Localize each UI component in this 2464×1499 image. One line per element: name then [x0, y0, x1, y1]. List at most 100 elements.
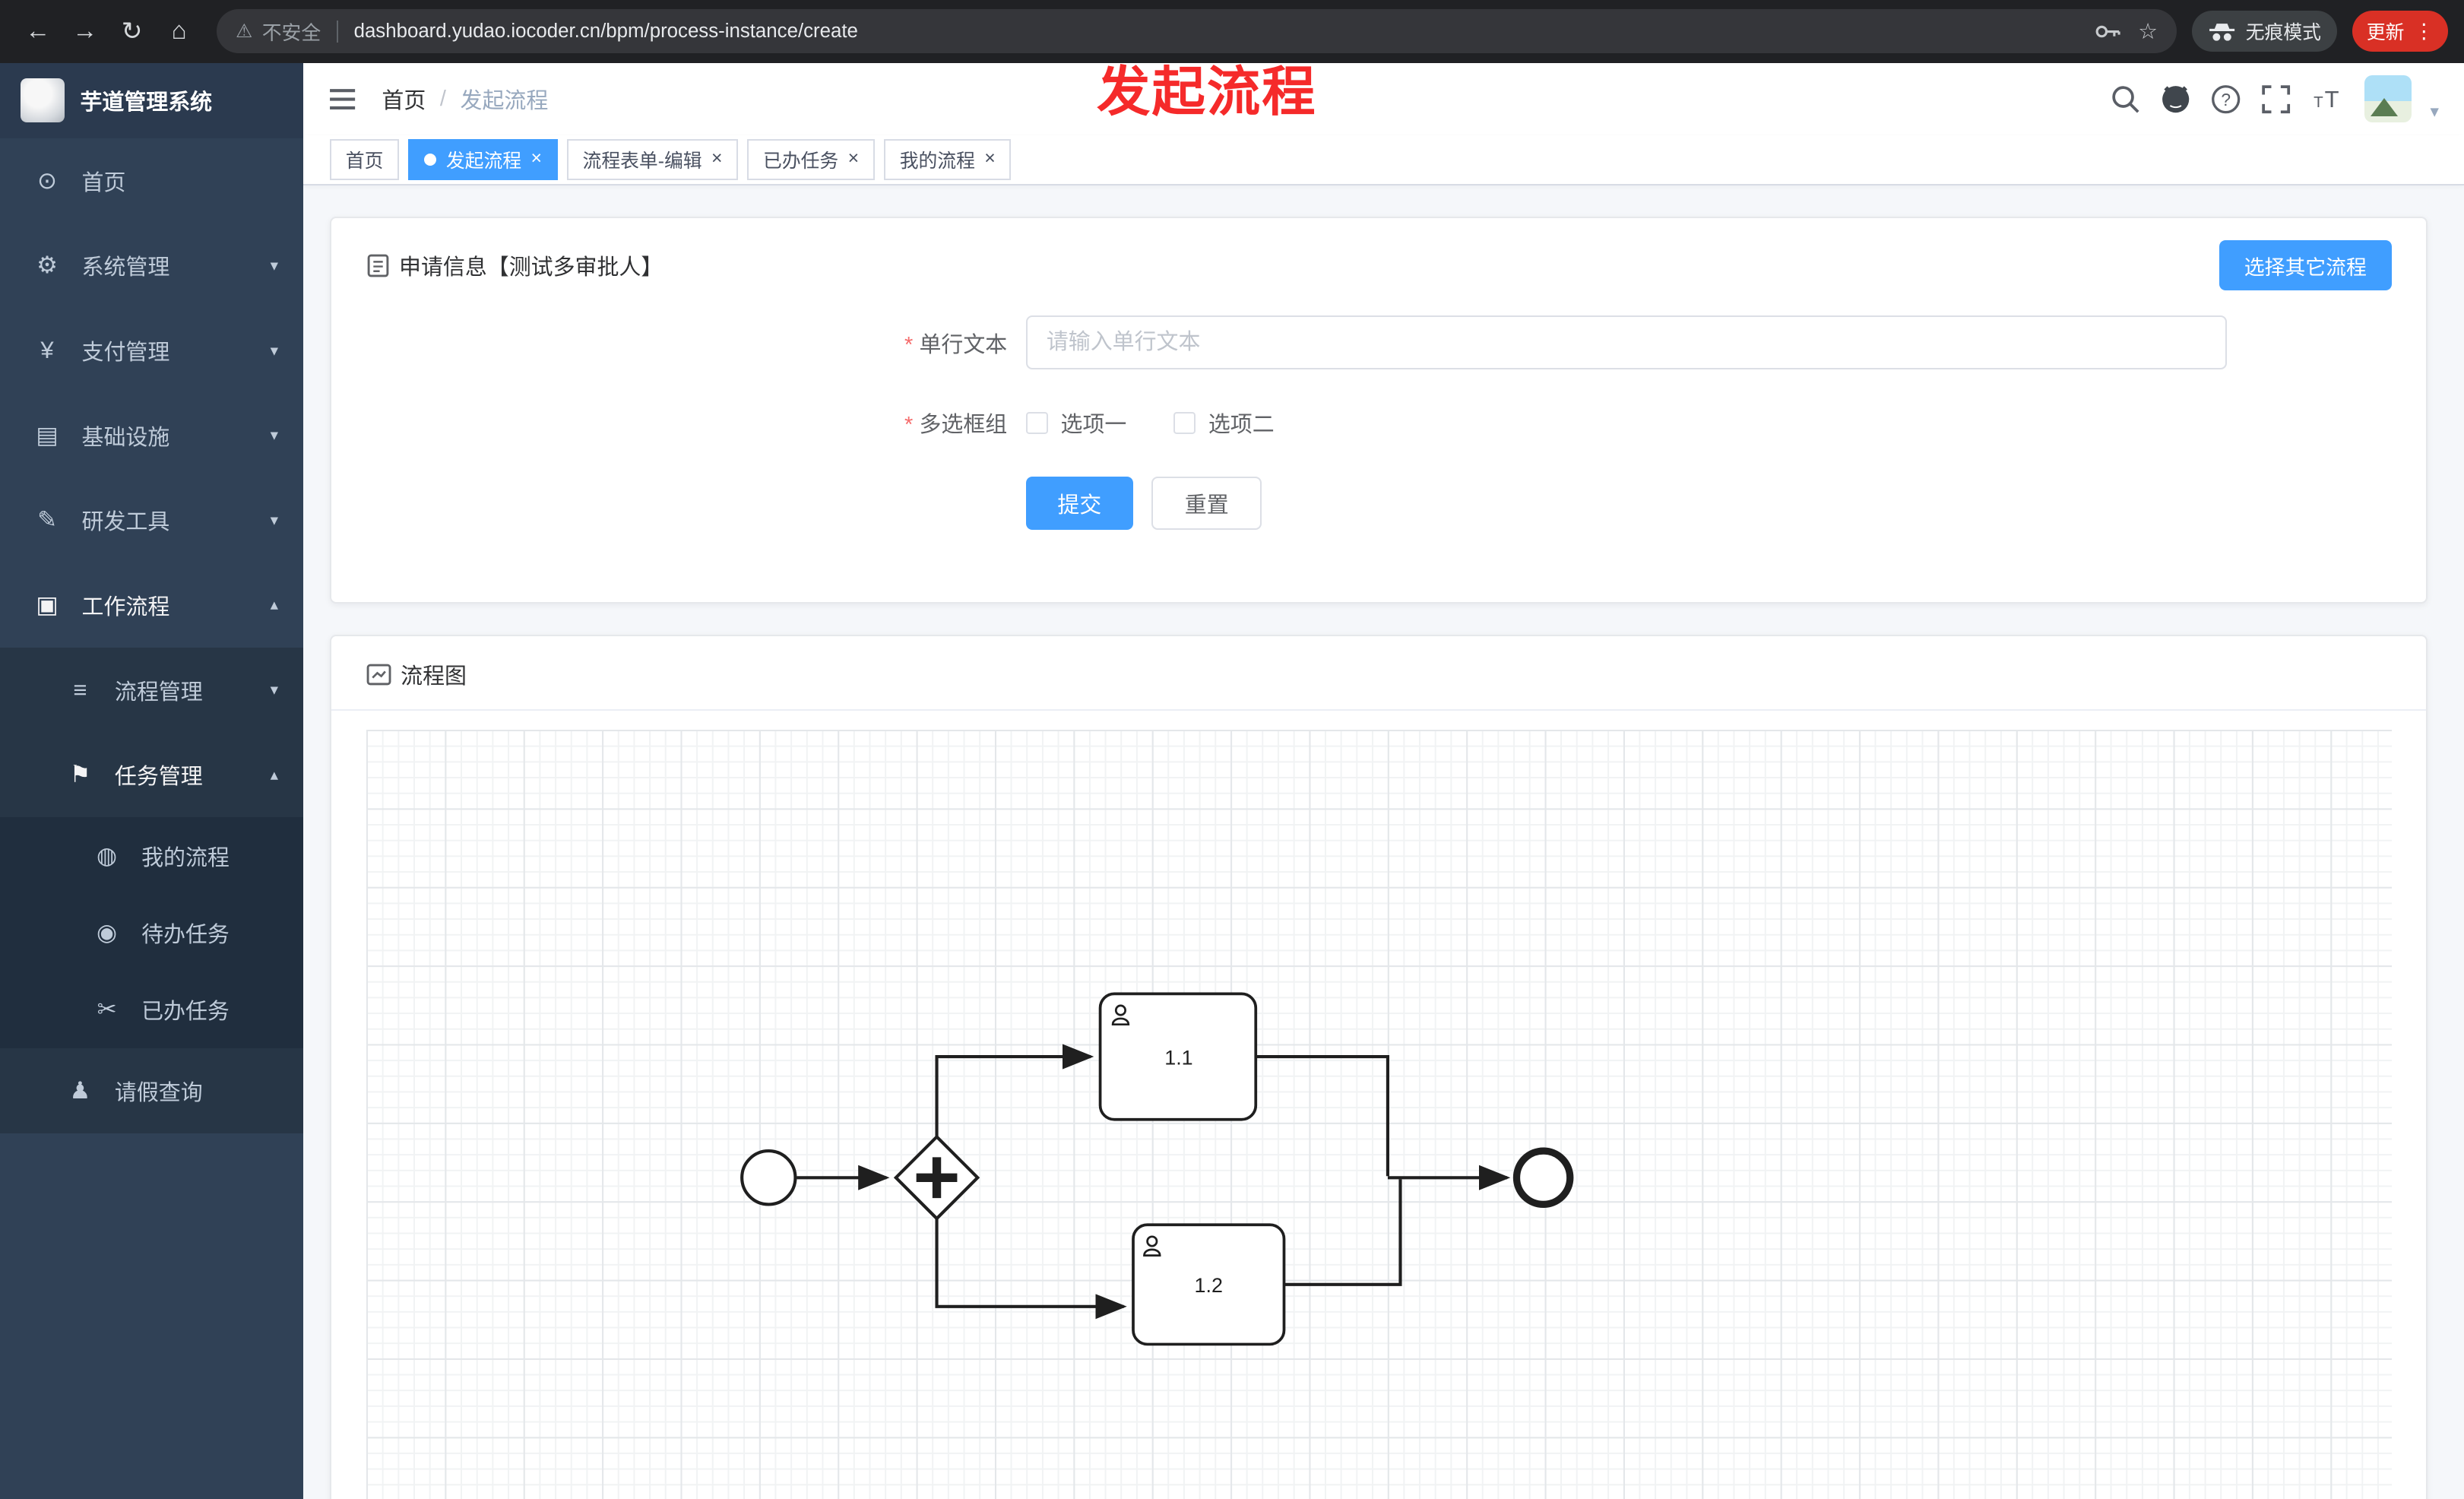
field-label-checkbox-group: 多选框组 [331, 407, 1007, 439]
bpmn-end-event[interactable] [1512, 1147, 1574, 1208]
sidebar-collapse-icon[interactable] [328, 87, 356, 112]
sidebar-item-label: 支付管理 [81, 341, 170, 366]
avatar-caret-down-icon[interactable]: ▾ [2430, 101, 2439, 122]
tab-initiate-process[interactable]: 发起流程 × [408, 139, 558, 180]
sidebar-item-devtools[interactable]: ✎ 研发工具 ▾ [0, 478, 303, 563]
field-label-single-text: 单行文本 [331, 327, 1007, 359]
document-icon [367, 254, 389, 277]
bpmn-task2-label: 1.2 [1194, 1274, 1222, 1297]
submit-button[interactable]: 提交 [1026, 477, 1133, 531]
sidebar-item-label: 系统管理 [81, 255, 170, 280]
bookmark-star-icon[interactable]: ☆ [2138, 19, 2158, 44]
eye-icon: ◉ [97, 919, 118, 946]
sidebar-item-home[interactable]: ⊙ 首页 [0, 138, 303, 223]
password-key-icon[interactable] [2094, 19, 2122, 44]
tab-label: 首页 [345, 151, 384, 172]
github-icon[interactable] [2160, 84, 2191, 115]
bpmn-flow-gateway-to-task1[interactable] [935, 1044, 1094, 1137]
diagram-card-title: 流程图 [401, 664, 467, 689]
chevron-down-icon: ▾ [270, 341, 278, 360]
chevron-up-icon: ▴ [270, 596, 278, 614]
breadcrumb-current: 发起流程 [460, 89, 549, 114]
browser-update-menu[interactable]: 更新 ⋮ [2352, 11, 2449, 52]
incognito-label: 无痕模式 [2245, 23, 2321, 44]
sidebar-item-task-management[interactable]: ⚑ 任务管理 ▴ [0, 732, 304, 818]
browser-forward-button[interactable]: → [72, 17, 98, 46]
apply-info-card: 申请信息【测试多审批人】 选择其它流程 单行文本 多选框组 [330, 217, 2428, 604]
sidebar-item-process-management[interactable]: ≡ 流程管理 ▾ [0, 647, 304, 733]
chevron-down-icon: ▾ [270, 426, 278, 445]
process-list-icon: ≡ [73, 676, 87, 703]
done-tasks-icon: ✂ [97, 996, 117, 1023]
kebab-menu-icon: ⋮ [2413, 19, 2434, 43]
sidebar-item-label: 首页 [81, 170, 126, 195]
top-header: 首页 / 发起流程 [303, 62, 2464, 135]
sidebar-item-label: 待办任务 [141, 923, 230, 947]
sidebar-item-infrastructure[interactable]: ▤ 基础设施 ▾ [0, 393, 303, 478]
tab-process-form-edit[interactable]: 流程表单-编辑 × [566, 139, 739, 180]
tab-home[interactable]: 首页 [330, 139, 399, 180]
svg-text:T: T [2314, 93, 2324, 111]
sidebar-item-leave-query[interactable]: ♟ 请假查询 [0, 1047, 304, 1133]
breadcrumb-home[interactable]: 首页 [382, 89, 426, 114]
tab-label: 流程表单-编辑 [582, 151, 702, 172]
bpmn-flow-task2-to-end[interactable] [1284, 1179, 1402, 1286]
tab-close-icon[interactable]: × [530, 148, 542, 170]
bpmn-flow-gateway-to-task2[interactable] [935, 1218, 1127, 1320]
sidebar-item-label: 工作流程 [81, 594, 170, 620]
sidebar-item-done-tasks[interactable]: ✂ 已办任务 [0, 971, 304, 1048]
chat-icon: ◍ [97, 841, 118, 869]
bpmn-start-event[interactable] [740, 1149, 797, 1206]
tab-close-icon[interactable]: × [984, 148, 996, 170]
tab-label: 我的流程 [899, 151, 975, 172]
font-size-icon[interactable]: T T [2310, 84, 2345, 115]
security-label: 不安全 [261, 22, 321, 44]
tab-close-icon[interactable]: × [711, 148, 723, 170]
browser-back-button[interactable]: ← [25, 17, 51, 46]
tab-label: 已办任务 [763, 151, 839, 172]
workflow-icon: ▣ [36, 591, 59, 618]
dashboard-icon: ⊙ [37, 166, 58, 194]
address-bar[interactable]: ⚠ 不安全 dashboard.yudao.iocoder.cn/bpm/pro… [217, 9, 2177, 54]
page-url: dashboard.yudao.iocoder.cn/bpm/process-i… [353, 20, 858, 42]
task-flag-icon: ⚑ [69, 761, 91, 788]
page-content: 申请信息【测试多审批人】 选择其它流程 单行文本 多选框组 [303, 185, 2464, 1499]
bpmn-flow-task1-to-end[interactable] [1255, 1054, 1389, 1177]
bpmn-canvas[interactable]: 1.1 1.2 [366, 729, 2392, 1499]
fullscreen-icon[interactable] [2260, 84, 2291, 115]
browser-home-button[interactable]: ⌂ [171, 17, 187, 46]
help-icon[interactable]: ? [2210, 84, 2241, 115]
sidebar-item-label: 流程管理 [114, 680, 203, 705]
tab-my-process[interactable]: 我的流程 × [884, 139, 1012, 180]
breadcrumb-separator: / [439, 86, 446, 111]
checkbox-option-one[interactable]: 选项一 [1026, 407, 1126, 439]
sidebar: 芋道管理系统 ⊙ 首页 ⚙ 系统管理 ▾ ¥ 支付管理 ▾ ▤ 基础设施 ▾ ✎… [0, 62, 304, 1499]
user-avatar[interactable] [2364, 75, 2412, 123]
choose-other-process-button[interactable]: 选择其它流程 [2219, 240, 2392, 291]
checkbox-icon[interactable] [1026, 411, 1048, 434]
form-card-title: 申请信息【测试多审批人】 [399, 255, 664, 280]
single-text-input[interactable] [1026, 315, 2227, 369]
sidebar-item-workflow[interactable]: ▣ 工作流程 ▴ [0, 563, 303, 648]
checkbox-label: 选项二 [1208, 413, 1275, 438]
svg-text:?: ? [2221, 90, 2231, 109]
reset-button[interactable]: 重置 [1151, 477, 1262, 531]
sidebar-item-todo-tasks[interactable]: ◉ 待办任务 [0, 894, 304, 971]
app-title: 芋道管理系统 [80, 90, 213, 116]
app-logo-row[interactable]: 芋道管理系统 [0, 62, 304, 138]
sidebar-item-system[interactable]: ⚙ 系统管理 ▾ [0, 223, 303, 309]
update-label: 更新 [2366, 23, 2405, 44]
tab-done-tasks[interactable]: 已办任务 × [747, 139, 875, 180]
chevron-down-icon: ▾ [270, 256, 278, 274]
checkbox-icon[interactable] [1173, 411, 1196, 434]
address-divider [336, 20, 338, 43]
sidebar-item-my-process[interactable]: ◍ 我的流程 [0, 817, 304, 895]
search-icon[interactable] [2110, 84, 2141, 115]
browser-reload-button[interactable]: ↻ [121, 17, 143, 46]
checkbox-option-two[interactable]: 选项二 [1173, 407, 1275, 439]
sidebar-item-payment[interactable]: ¥ 支付管理 ▾ [0, 308, 303, 393]
bpmn-task1-label: 1.1 [1164, 1046, 1192, 1069]
sidebar-item-label: 已办任务 [141, 1000, 230, 1025]
sidebar-item-label: 基础设施 [81, 425, 170, 450]
tab-close-icon[interactable]: × [847, 148, 860, 170]
